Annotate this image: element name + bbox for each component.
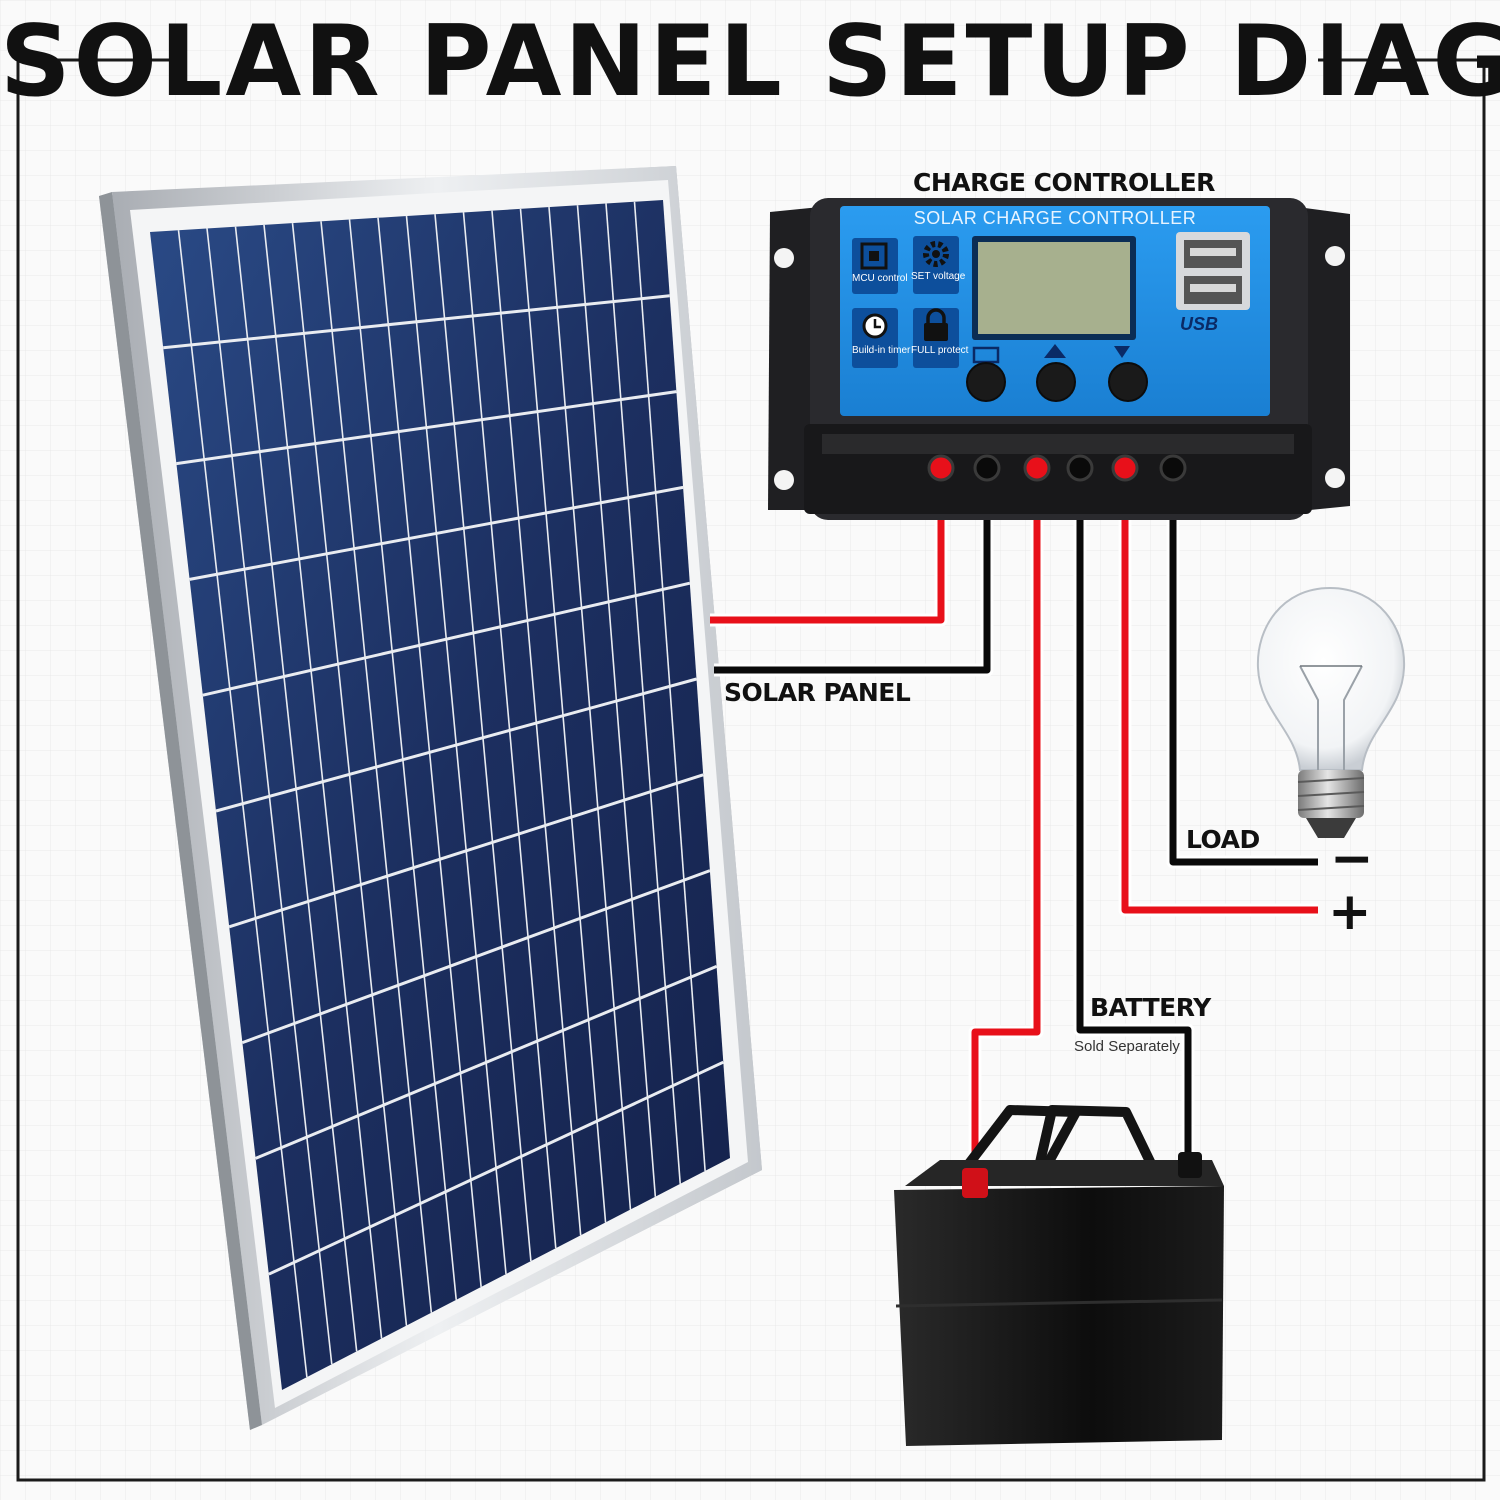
controller-timer-text: Build-in timer [852,345,911,356]
battery-label: BATTERY [1090,993,1211,1022]
panel-row-divider [228,773,704,929]
page-border [16,58,1486,1482]
controller-buttons [966,362,1148,402]
panel-row-divider [176,390,677,466]
panel-row-divider [215,677,697,813]
chip-icon [852,238,898,294]
terminals [927,454,1187,482]
controller-heading: SOLAR CHARGE CONTROLLER [913,208,1197,228]
lock-icon [913,308,959,368]
usb-ports [1176,232,1250,310]
panel-row-divider [268,1060,724,1276]
battery-note: Sold Separately [1074,1038,1180,1055]
gear-icon [913,236,959,294]
charge-controller [768,198,1350,520]
clock-icon [852,308,898,368]
solar-panel [99,166,762,1430]
controller-usb-text: USB [1180,314,1219,334]
panel-row-divider [202,581,691,697]
load-negative-sign: − [1330,829,1374,889]
panel-row-divider [189,485,684,581]
panel-row-divider [241,869,711,1045]
controller-full-text: FULL protect [911,345,969,356]
load-positive-sign: + [1328,882,1372,942]
panel-row-divider [255,965,718,1160]
controller-mcu-text: MCU control [852,273,908,284]
panel-row-divider [163,294,670,350]
charge-controller-label: CHARGE CONTROLLER [913,168,1215,197]
solar-panel-label: SOLAR PANEL [724,678,911,707]
battery-icon [894,1105,1224,1446]
page-title: SOLAR PANEL SETUP DIAGRAM [0,5,1500,119]
load-label: LOAD [1186,825,1260,854]
light-bulb-icon [1256,586,1406,838]
controller-set-text: SET voltage [911,271,966,282]
wires [710,470,1318,1190]
